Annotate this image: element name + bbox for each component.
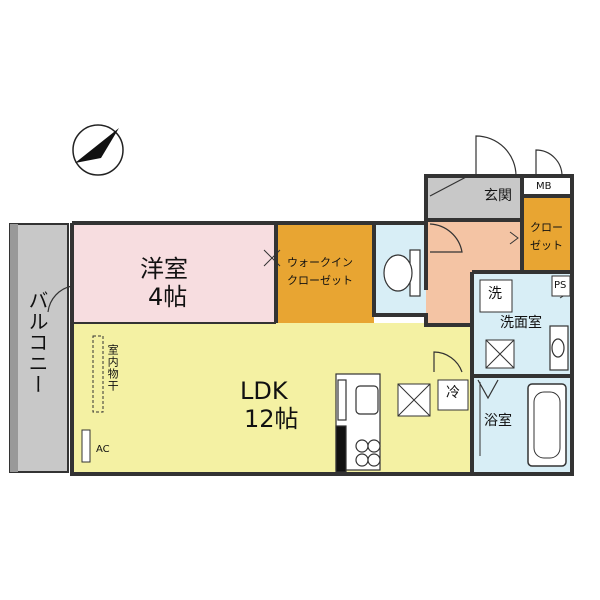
ps-box bbox=[551, 275, 571, 297]
wash-basin-icon bbox=[549, 325, 569, 371]
walls bbox=[70, 174, 574, 476]
closet-label-2: ゼット bbox=[530, 239, 563, 252]
washing-machine-box bbox=[479, 279, 515, 369]
ac-unit bbox=[81, 429, 91, 463]
mb-area bbox=[522, 176, 572, 196]
closet-label-1: クロー bbox=[530, 221, 563, 234]
closet-area bbox=[522, 196, 572, 272]
bath-label: 浴室 bbox=[484, 413, 512, 429]
fridge-box bbox=[437, 379, 469, 411]
ps-label: PS bbox=[554, 280, 567, 291]
western-room-area bbox=[72, 223, 276, 323]
wash-icon-label: 洗 bbox=[488, 286, 502, 302]
toilet-icon bbox=[383, 249, 421, 297]
walkin-closet-label-2: クローゼット bbox=[287, 274, 353, 287]
ldk-name: LDK bbox=[240, 377, 288, 405]
walkin-closet-area bbox=[276, 223, 374, 323]
western-room-name: 洋室 bbox=[140, 255, 188, 283]
fridge-label: 冷 bbox=[446, 385, 460, 401]
ac-label: AC bbox=[96, 444, 110, 455]
balcony-label: バルコニー bbox=[25, 290, 49, 395]
western-room-size: 4帖 bbox=[148, 283, 188, 311]
balcony-area bbox=[9, 223, 69, 473]
genkan-label: 玄関 bbox=[484, 188, 512, 204]
drying-label: 室内物干 bbox=[106, 344, 120, 392]
walkin-closet-label-1: ウォークイン bbox=[287, 256, 353, 269]
drying-rail bbox=[92, 335, 104, 413]
washroom-label: 洗面室 bbox=[500, 315, 542, 331]
kitchen-counter bbox=[335, 373, 381, 473]
genkan-area bbox=[426, 176, 522, 220]
north-compass-icon bbox=[72, 124, 124, 176]
mb-label: MB bbox=[536, 181, 552, 192]
bathtub-icon bbox=[479, 382, 567, 467]
ldk-size: 12帖 bbox=[244, 405, 299, 433]
kitchen-storage-box bbox=[397, 383, 431, 417]
